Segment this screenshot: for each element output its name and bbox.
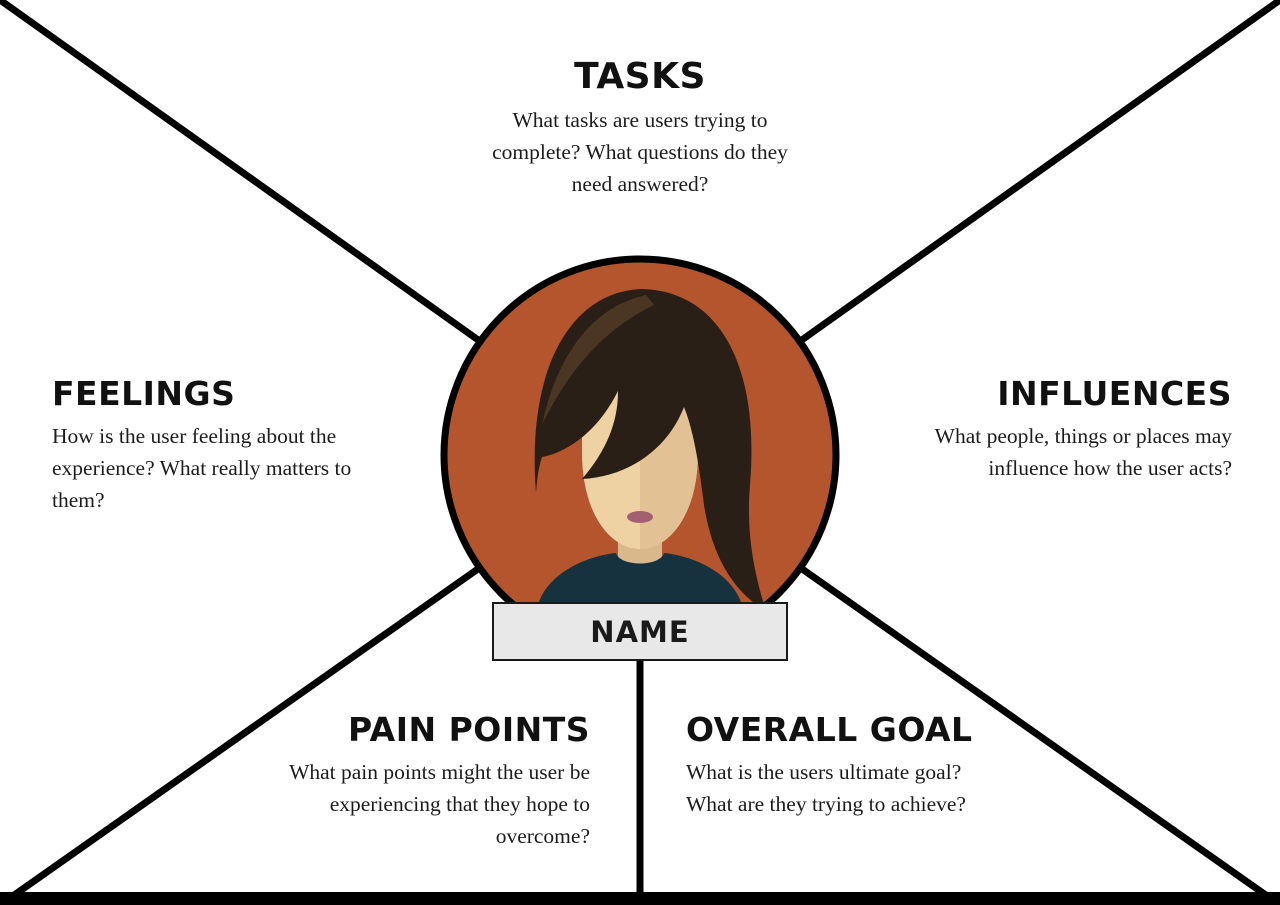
tasks-title: TASKS xyxy=(574,56,706,97)
section-overall-goal: OVERALL GOAL What is the users ultimate … xyxy=(686,710,1006,821)
section-influences: INFLUENCES What people, things or places… xyxy=(902,374,1232,485)
persona-avatar xyxy=(440,255,840,655)
avatar-lips xyxy=(627,511,653,523)
persona-avatar-illustration xyxy=(440,255,840,655)
overall-goal-title: OVERALL GOAL xyxy=(686,710,973,749)
pain-points-title: PAIN POINTS xyxy=(348,710,590,749)
persona-name-box: NAME xyxy=(492,602,788,661)
influences-title: INFLUENCES xyxy=(997,374,1232,413)
section-pain-points: PAIN POINTS What pain points might the u… xyxy=(245,710,590,852)
tasks-description: What tasks are users trying to complete?… xyxy=(492,108,788,196)
section-feelings: FEELINGS How is the user feeling about t… xyxy=(52,374,372,516)
section-tasks: TASKS What tasks are users trying to com… xyxy=(450,56,830,200)
avatar-hair-highlight xyxy=(542,295,654,425)
influences-description: What people, things or places may influe… xyxy=(934,424,1232,480)
avatar-hair xyxy=(534,289,766,611)
feelings-title: FEELINGS xyxy=(52,374,236,413)
persona-name-label: NAME xyxy=(590,614,690,649)
pain-points-description: What pain points might the user be exper… xyxy=(289,760,590,848)
overall-goal-description: What is the users ultimate goal? What ar… xyxy=(686,760,966,816)
feelings-description: How is the user feeling about the experi… xyxy=(52,424,352,512)
bottom-border xyxy=(0,892,1280,905)
